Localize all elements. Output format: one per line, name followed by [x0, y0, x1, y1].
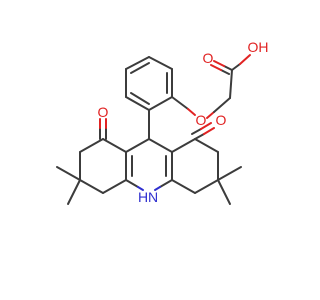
bond — [125, 56, 150, 70]
bond — [79, 179, 104, 194]
bond — [210, 64, 222, 71]
bond — [187, 108, 196, 116]
bond — [130, 62, 150, 74]
bond — [200, 122, 212, 130]
bond — [203, 127, 215, 135]
bond — [171, 96, 189, 110]
bond — [125, 179, 139, 188]
bond — [79, 138, 104, 153]
atom-label-o-ketone-right: O — [216, 112, 227, 128]
bond — [191, 128, 202, 135]
bond — [206, 111, 215, 119]
bond — [125, 138, 150, 153]
bond — [102, 179, 127, 194]
bond — [239, 54, 251, 65]
bond — [194, 138, 219, 153]
bond — [171, 138, 196, 153]
atom-label-o-ketone-left: O — [98, 104, 109, 120]
atom-label-h: H — [138, 189, 148, 205]
bond — [194, 179, 219, 194]
bond — [148, 138, 173, 153]
bond — [171, 179, 196, 194]
bond — [67, 179, 81, 205]
bond — [229, 69, 233, 99]
bond — [223, 65, 233, 71]
bonds — [56, 54, 251, 205]
bond — [159, 179, 173, 188]
atom-label-o-ether: O — [196, 112, 207, 128]
atom-label-oh: OH — [248, 39, 269, 55]
bond — [154, 186, 161, 191]
bond — [217, 166, 242, 181]
bond — [213, 60, 225, 67]
bond — [148, 56, 173, 70]
bond — [56, 166, 81, 181]
molecule-structure: OH O O O O N H — [56, 39, 269, 205]
bond — [130, 92, 150, 105]
atom-label-o-acid: O — [203, 50, 214, 66]
bond — [137, 186, 144, 191]
bond — [213, 97, 231, 113]
atom-labels: OH O O O O N H — [98, 39, 269, 205]
bond — [148, 96, 173, 111]
bond — [220, 69, 230, 75]
bond — [231, 63, 241, 71]
bond — [102, 138, 127, 153]
bond — [194, 133, 205, 140]
bond — [217, 179, 231, 205]
bond — [125, 96, 150, 111]
atom-label-n: N — [148, 189, 158, 205]
